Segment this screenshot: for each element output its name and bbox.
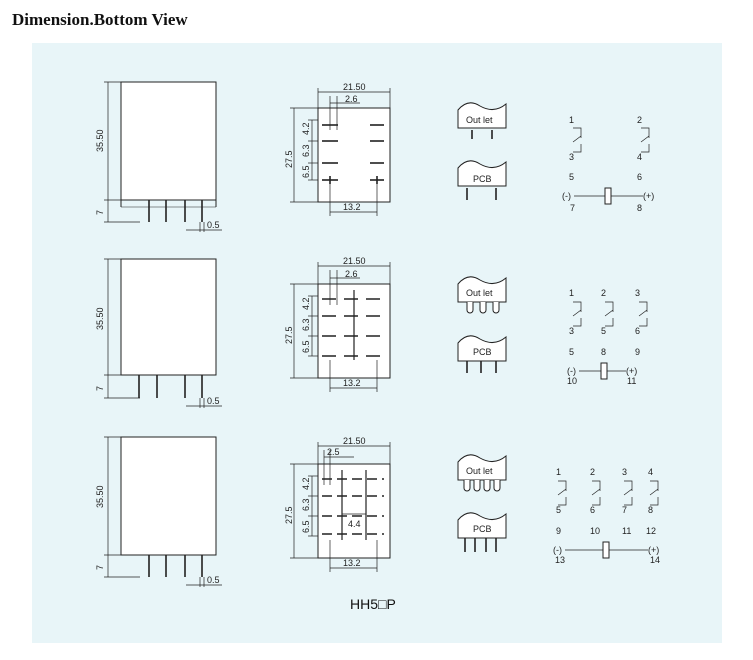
- side-pin-length-label: 7: [95, 386, 105, 391]
- bottom-height-label: 27.5: [284, 506, 294, 524]
- outlet-label: Out let: [466, 115, 493, 125]
- schematic-bottom-pin: 6: [637, 172, 642, 182]
- schematic-mid-pin: 4: [637, 152, 642, 162]
- bottom-span-label: 13.2: [343, 378, 361, 388]
- schematic-top-pin: 3: [622, 467, 627, 477]
- coil-pin: 8: [637, 203, 642, 213]
- bottom-view-2: 21.50 2.6 27.5 4.2 6.3 6.5 13.2: [284, 256, 391, 392]
- bottom-span-label: 13.2: [343, 558, 361, 568]
- schematic-mid-pin: 8: [648, 505, 653, 515]
- schematic-top-pin: 1: [556, 467, 561, 477]
- coil-plus: (+): [643, 191, 654, 201]
- side-view-3: 35.50 7 0.5: [95, 436, 222, 587]
- coil-minus: (-): [562, 191, 571, 201]
- bottom-h3-label: 6.5: [301, 165, 311, 178]
- coil-pin: 13: [555, 555, 565, 565]
- schematic-bottom-pin: 9: [556, 526, 561, 536]
- outlet-label: Out let: [466, 288, 493, 298]
- bottom-span-label: 13.2: [343, 202, 361, 212]
- schematic-top-pin: 4: [648, 467, 653, 477]
- coil-pin: 7: [570, 203, 575, 213]
- side-pin-length-label: 7: [95, 565, 105, 570]
- outlet-label: Out let: [466, 466, 493, 476]
- pcb-icon-2: PCB: [457, 335, 507, 373]
- bottom-pitch-label: 2.6: [345, 269, 358, 279]
- coil-minus: (-): [567, 366, 576, 376]
- outlet-icon-1: Out let: [457, 102, 507, 139]
- schematic-mid-pin: 5: [556, 505, 561, 515]
- schematic-bottom-pin: 12: [646, 526, 656, 536]
- bottom-width-label: 21.50: [343, 436, 366, 446]
- side-view-1: 35.50 7 0.5: [95, 81, 222, 232]
- coil-plus: (+): [626, 366, 637, 376]
- bottom-h1-label: 4.2: [301, 122, 311, 135]
- side-view-2: 35.50 7 0.5: [95, 258, 222, 408]
- side-height-label: 35.50: [95, 129, 105, 152]
- schematic-bottom-pin: 11: [622, 526, 631, 536]
- side-pin-width-label: 0.5: [207, 220, 220, 230]
- coil-pin: 14: [650, 555, 660, 565]
- row-3: 35.50 7 0.5 21.50 2.5 4.4: [95, 436, 660, 587]
- bottom-h1-label: 4.2: [301, 477, 311, 490]
- bottom-width-label: 21.50: [343, 82, 366, 92]
- pcb-icon-3: PCB: [457, 512, 507, 552]
- wiring-schematic-2: 1 2 3 3 5 6 5 8 9 (-) (+) 10 11: [567, 288, 648, 386]
- bottom-height-label: 27.5: [284, 150, 294, 168]
- bottom-view-3: 21.50 2.5 4.4 27.5 4.2 6.3 6.5: [284, 436, 391, 572]
- side-height-label: 35.50: [95, 307, 105, 330]
- side-pin-width-label: 0.5: [207, 575, 220, 585]
- wiring-schematic-3: 1 2 3 4 5 6 7 8 9 10 11 12 (-) (+) 13 14: [553, 467, 660, 565]
- coil-plus: (+): [648, 545, 659, 555]
- page-title: Dimension.Bottom View: [12, 10, 188, 29]
- wiring-schematic-1: 1 2 3 4 5 6 (-) (+) 7 8: [562, 115, 654, 213]
- schematic-top-pin: 3: [635, 288, 640, 298]
- pcb-label: PCB: [473, 524, 492, 534]
- schematic-mid-pin: 7: [622, 505, 627, 515]
- pcb-icon-1: PCB: [457, 160, 507, 200]
- schematic-bottom-pin: 10: [590, 526, 600, 536]
- schematic-mid-pin: 5: [601, 326, 606, 336]
- bottom-height-label: 27.5: [284, 326, 294, 344]
- bottom-h1-label: 4.2: [301, 297, 311, 310]
- side-pin-width-label: 0.5: [207, 396, 220, 406]
- pcb-label: PCB: [473, 174, 492, 184]
- schematic-mid-pin: 3: [569, 152, 574, 162]
- schematic-bottom-pin: 9: [635, 347, 640, 357]
- bottom-h2-label: 6.3: [301, 498, 311, 511]
- bottom-pitch-label: 2.5: [327, 447, 340, 457]
- bottom-inner-label: 4.4: [348, 519, 361, 529]
- schematic-bottom-pin: 5: [569, 347, 574, 357]
- schematic-top-pin: 1: [569, 115, 574, 125]
- side-pin-length-label: 7: [95, 210, 105, 215]
- outlet-icon-3: Out let: [457, 454, 507, 492]
- bottom-h2-label: 6.3: [301, 144, 311, 157]
- row-2: 35.50 7 0.5 21.50 2.6 27.5: [95, 256, 648, 408]
- bottom-h2-label: 6.3: [301, 318, 311, 331]
- model-label: HH5□P: [350, 596, 396, 612]
- schematic-mid-pin: 6: [635, 326, 640, 336]
- bottom-h3-label: 6.5: [301, 520, 311, 533]
- schematic-top-pin: 2: [590, 467, 595, 477]
- outlet-icon-2: Out let: [457, 276, 507, 314]
- bottom-view-1: 21.50 2.6 27.5 4.2 6.3: [284, 82, 391, 216]
- coil-minus: (-): [553, 545, 562, 555]
- side-height-label: 35.50: [95, 485, 105, 508]
- schematic-top-pin: 1: [569, 288, 574, 298]
- row-1: 35.50 7 0.5 21.50 2.6: [95, 81, 654, 232]
- schematic-top-pin: 2: [637, 115, 642, 125]
- schematic-bottom-pin: 8: [601, 347, 606, 357]
- schematic-top-pin: 2: [601, 288, 606, 298]
- coil-pin: 10: [567, 376, 577, 386]
- schematic-mid-pin: 6: [590, 505, 595, 515]
- bottom-h3-label: 6.5: [301, 340, 311, 353]
- schematic-mid-pin: 3: [569, 326, 574, 336]
- bottom-width-label: 21.50: [343, 256, 366, 266]
- pcb-label: PCB: [473, 347, 492, 357]
- bottom-pitch-label: 2.6: [345, 94, 358, 104]
- schematic-bottom-pin: 5: [569, 172, 574, 182]
- coil-pin: 11: [627, 376, 636, 386]
